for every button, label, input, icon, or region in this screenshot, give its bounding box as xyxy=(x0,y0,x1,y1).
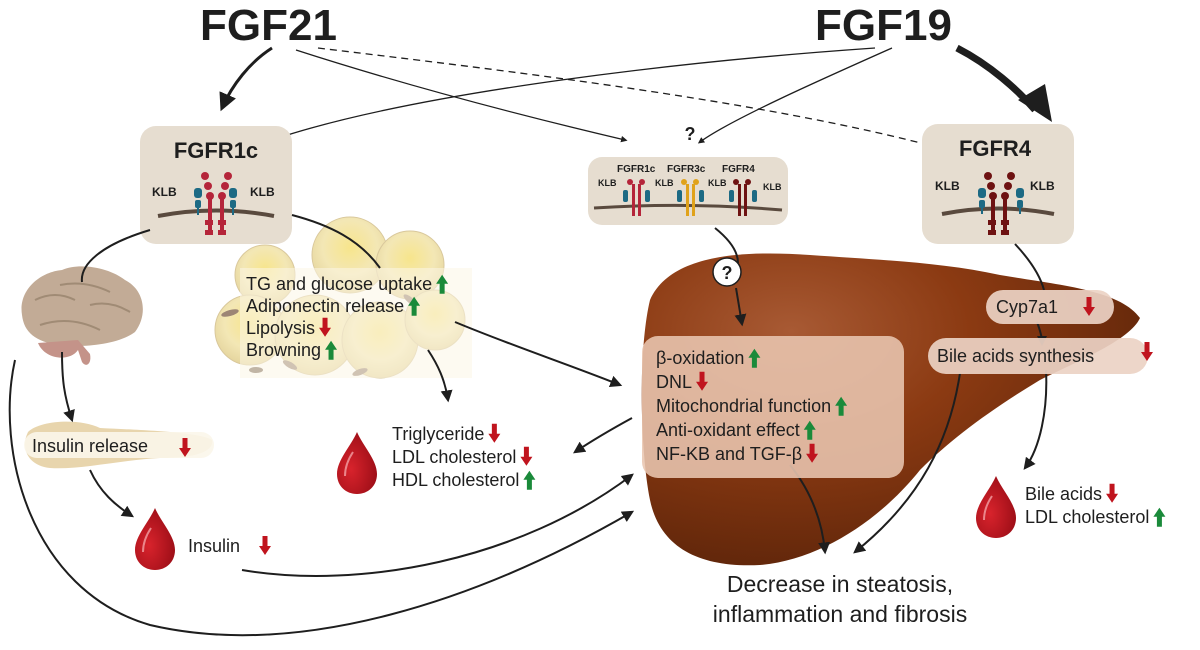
blood-lipid-label: LDL cholesterol xyxy=(392,447,516,467)
blood-lipid-label: HDL cholesterol xyxy=(392,470,519,490)
insulin-release-label: Insulin release xyxy=(32,436,148,456)
klb-coreceptor-icon xyxy=(978,188,1024,214)
liver-effect-label: Mitochondrial function xyxy=(656,396,831,416)
klb-coreceptor-icon xyxy=(194,188,237,215)
adipose-to-liver-arrow xyxy=(454,321,623,388)
klb-label: KLB xyxy=(598,178,617,188)
brain-to-liver-arrow xyxy=(8,359,635,637)
adipose-to-blood-lipids-arrow xyxy=(427,349,453,403)
membrane xyxy=(157,208,275,218)
fgfr1c-dimer-icon xyxy=(627,179,645,216)
blood-drop-icon xyxy=(336,431,378,495)
fgfr4-receptor-box: FGFR4 KLB KLB xyxy=(922,124,1074,244)
blood-lipid-label: Triglyceride xyxy=(392,424,484,444)
fgfr1c-receptor-box: FGFR1c KLB KLB xyxy=(140,126,292,244)
fgfr4-to-cyp7a1-line xyxy=(1014,243,1045,291)
down-arrow-icon xyxy=(259,536,271,555)
adipose-tissue-icon xyxy=(214,216,472,379)
liver-effect-label: β-oxidation xyxy=(656,348,744,368)
fgf19-to-fgfr4-arrowhead xyxy=(1018,84,1052,122)
liver-to-blood-lipids-arrow xyxy=(573,417,633,454)
fgf21-to-fgfr1c-arrow xyxy=(219,46,273,112)
fgfr3c-label: FGFR3c xyxy=(667,164,706,175)
fgfr1c-to-adipose-line xyxy=(291,214,381,269)
bile-synthesis-panel: Bile acids synthesis xyxy=(928,338,1153,374)
klb-label: KLB xyxy=(250,185,275,199)
adipose-effect-label: Browning xyxy=(246,340,321,360)
adipose-effect-label: TG and glucose uptake xyxy=(246,274,432,294)
pancreas-to-insulin-arrow xyxy=(89,469,135,518)
fgf21-label: FGF21 xyxy=(200,1,337,50)
cyp7a1-panel: Cyp7a1 xyxy=(986,290,1114,324)
liver-effect-label: NF-KB and TGF-β xyxy=(656,444,802,464)
outcome-line-1: Decrease in steatosis, xyxy=(727,571,953,597)
fgfr3c-dimer-icon xyxy=(681,179,699,216)
membrane xyxy=(941,206,1055,216)
unknown-mechanism-bubble: ? xyxy=(712,257,742,287)
insulin-to-liver-arrow xyxy=(241,473,634,577)
klb-label: KLB xyxy=(152,185,177,199)
klb-label: KLB xyxy=(708,178,727,188)
fgfr1c-label: FGFR1c xyxy=(174,138,258,163)
adipose-effect-label: Lipolysis xyxy=(246,318,315,338)
insulin-label: Insulin xyxy=(188,536,240,556)
ligand-arrows xyxy=(219,44,1052,151)
blood-bile-label: Bile acids xyxy=(1025,484,1102,504)
down-arrow-icon xyxy=(520,446,533,466)
cyp7a1-label: Cyp7a1 xyxy=(996,297,1058,317)
down-arrow-icon xyxy=(1106,483,1119,503)
klb-label: KLB xyxy=(763,182,782,192)
fgf21-to-fgfr4-dashed-arrow xyxy=(317,47,943,151)
liver-effect-label: Anti-oxidant effect xyxy=(656,420,800,440)
fgfr4-label: FGFR4 xyxy=(959,136,1032,161)
klb-label: KLB xyxy=(655,178,674,188)
adipose-effect-label: Adiponectin release xyxy=(246,296,404,316)
klb-coreceptor-icon xyxy=(623,190,757,202)
up-arrow-icon xyxy=(523,470,536,490)
unknown-mechanism-question: ? xyxy=(685,124,696,144)
bile-synthesis-to-outcome-arrow xyxy=(853,372,961,554)
liver-receptors-to-question-line xyxy=(714,227,739,264)
fgfr1c-to-brain-line xyxy=(80,229,151,283)
fgfr4-label: FGFR4 xyxy=(722,164,755,175)
blood-bile-label: LDL cholesterol xyxy=(1025,507,1149,527)
up-arrow-icon xyxy=(1153,507,1166,527)
question-to-liver-effects-arrow xyxy=(734,287,747,327)
pathway-arrows xyxy=(8,214,1048,637)
pancreas-icon xyxy=(24,421,214,469)
fgfr4-dimer-icon xyxy=(733,179,751,216)
brain-icon xyxy=(21,266,143,365)
liver-effects-panel xyxy=(642,336,904,478)
down-arrow-icon xyxy=(488,423,501,443)
liver-effect-label: DNL xyxy=(656,372,692,392)
bile-synthesis-to-blood-arrow xyxy=(1023,369,1048,470)
bile-synthesis-label: Bile acids synthesis xyxy=(937,346,1094,366)
blood-drop-icon xyxy=(134,507,176,571)
question-mark: ? xyxy=(722,263,733,283)
klb-label: KLB xyxy=(1030,179,1055,193)
fgfr1c-label: FGFR1c xyxy=(617,164,656,175)
fgf19-label: FGF19 xyxy=(815,1,952,50)
blood-drop-icon xyxy=(975,475,1017,539)
fgf19-to-liver-receptors-arrow xyxy=(697,47,893,144)
fgfr4-dimer-icon xyxy=(984,172,1015,235)
fgf21-to-liver-receptors-arrow xyxy=(295,49,628,143)
klb-label: KLB xyxy=(935,179,960,193)
fgf19-to-fgfr1c-arrow xyxy=(269,47,876,142)
fgfr1c-dimer-icon xyxy=(201,172,232,235)
outcome-line-2: inflammation and fibrosis xyxy=(713,601,967,627)
liver-receptors-box: ? FGFR1c FGFR3c FGFR4 KLB KLB KLB KLB xyxy=(588,124,788,225)
brain-to-pancreas-arrow xyxy=(61,351,75,423)
